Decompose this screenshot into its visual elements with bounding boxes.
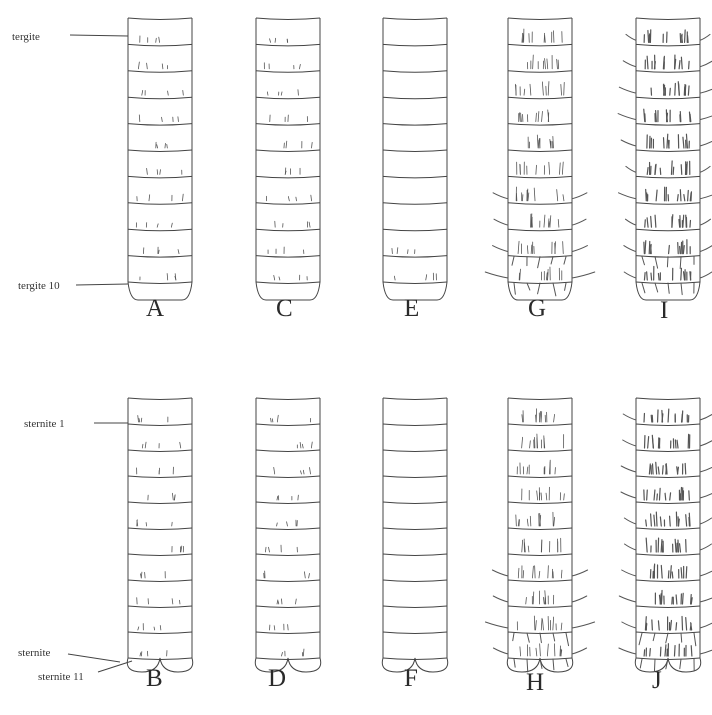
panel-letter-h: H — [526, 669, 544, 696]
panel-letter-b: B — [146, 665, 163, 692]
abdomen-sternites-panel-h — [485, 398, 594, 672]
callout-sternite-1: sternite 1 — [24, 418, 65, 430]
abdomen-sternites-panel-j — [619, 398, 712, 672]
callout-tergite-10: tergite 10 — [18, 280, 60, 292]
abdomen-tergites-panel-g — [485, 18, 594, 300]
panel-letter-i: I — [660, 297, 668, 324]
abdomen-tergites-panel-e — [383, 18, 447, 300]
callout-lines — [68, 35, 132, 672]
callout-tergite: tergite — [12, 31, 40, 43]
panel-letter-j: J — [652, 667, 662, 694]
abdomen-sternites-panel-b — [127, 398, 192, 672]
callout-line-sternite — [68, 654, 120, 662]
abdomen-drawings — [127, 18, 712, 672]
abdomen-sternites-panel-d — [255, 398, 320, 672]
panel-letter-g: G — [528, 295, 546, 322]
callout-sternite: sternite — [18, 647, 50, 659]
callout-line-tergite — [70, 35, 128, 36]
abdomen-sternites-panel-f — [382, 398, 447, 672]
panel-letter-f: F — [404, 665, 418, 692]
abdomen-tergites-panel-c — [256, 18, 320, 300]
callout-sternite-11: sternite 11 — [38, 671, 84, 683]
callout-line-sternite-11 — [98, 661, 132, 672]
panel-letter-c: C — [276, 295, 293, 322]
panel-letter-d: D — [268, 665, 286, 692]
panel-letter-a: A — [146, 295, 164, 322]
abdomen-tergites-panel-a — [128, 18, 192, 300]
panel-letter-e: E — [404, 295, 419, 322]
abdomen-tergites-panel-i — [618, 18, 712, 300]
callout-line-tergite-10 — [76, 284, 128, 285]
